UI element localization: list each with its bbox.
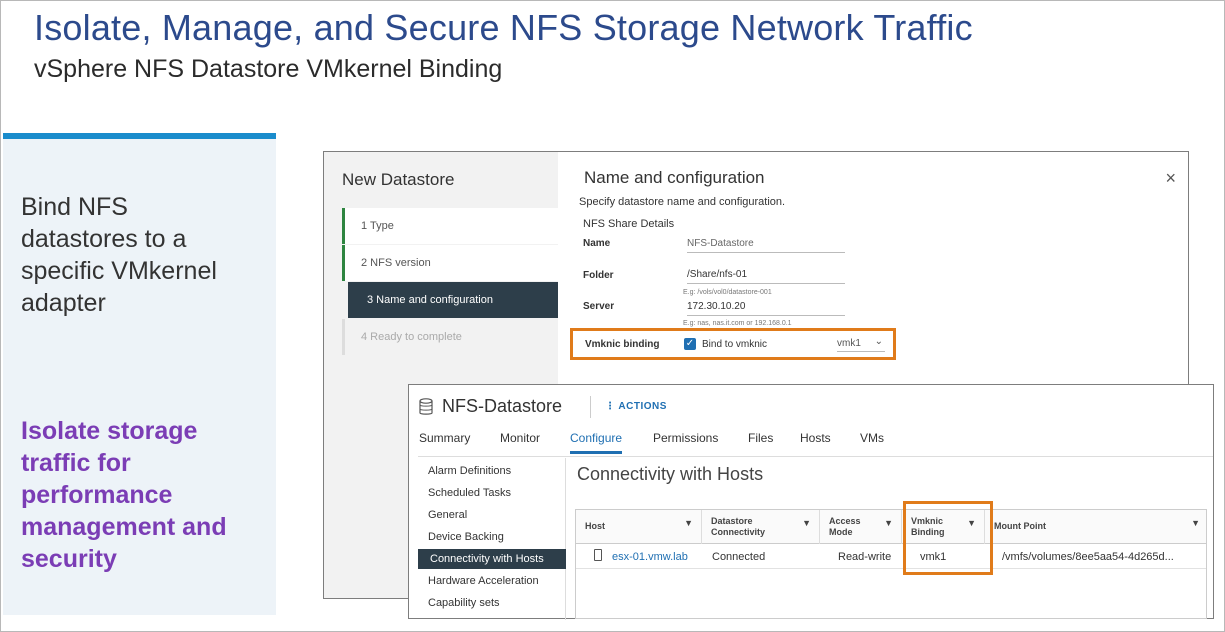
filter-icon[interactable]: ▼ (884, 518, 893, 528)
wizard-steps: 1 Type 2 NFS version 3 Name and configur… (342, 208, 558, 356)
hosts-grid: Host ▼ Datastore Connectivity ▼ Access M… (575, 509, 1207, 619)
step-name-and-configuration[interactable]: 3 Name and configuration (348, 282, 558, 318)
nav-hardware-acceleration[interactable]: Hardware Acceleration (428, 575, 539, 587)
folder-input[interactable]: /Share/nfs-01 (687, 269, 845, 284)
wizard-description: Specify datastore name and configuration… (579, 196, 786, 208)
server-hint: E.g: nas, nas.it.com or 192.168.0.1 (683, 320, 792, 327)
nfs-datastore-panel: NFS-Datastore ⋮ ACTIONS Summary Monitor … (408, 384, 1214, 620)
vmknic-select[interactable]: vmk1 ⌄ (837, 336, 885, 352)
nav-scheduled-tasks[interactable]: Scheduled Tasks (428, 487, 511, 499)
tab-vms[interactable]: VMs (860, 431, 884, 445)
mount-point-cell: /vmfs/volumes/8ee5aa54-4d265d... (1002, 551, 1174, 563)
nav-connectivity-with-hosts[interactable]: Connectivity with Hosts (418, 549, 566, 569)
filter-icon[interactable]: ▼ (802, 518, 811, 528)
filter-icon[interactable]: ▼ (967, 518, 976, 528)
datastore-title: NFS-Datastore (442, 396, 563, 416)
nfs-share-details-heading: NFS Share Details (583, 218, 675, 230)
nav-device-backing[interactable]: Device Backing (428, 531, 504, 543)
vmknic-binding-label: Vmknic binding (585, 339, 660, 350)
column-mount-point[interactable]: Mount Point ▼ (994, 518, 1200, 531)
host-icon (594, 549, 602, 561)
wizard-content: Name and configuration × Specify datasto… (558, 152, 1188, 598)
server-label: Server (583, 301, 615, 312)
vmknic-binding-column-highlight (903, 501, 993, 575)
tab-summary[interactable]: Summary (419, 431, 471, 445)
wizard-heading: Name and configuration (584, 168, 765, 187)
tab-configure[interactable]: Configure (570, 431, 623, 454)
chevron-down-icon: ⌄ (874, 336, 883, 347)
grid-header: Host ▼ Datastore Connectivity ▼ Access M… (576, 510, 1206, 544)
tab-monitor[interactable]: Monitor (500, 431, 541, 445)
access-mode-cell: Read-write (838, 551, 892, 563)
slide-title: Isolate, Manage, and Secure NFS Storage … (34, 7, 973, 48)
bind-to-vmknic-label: Bind to vmknic (702, 339, 768, 350)
nav-general[interactable]: General (428, 509, 468, 521)
step-type[interactable]: 1 Type (342, 208, 558, 244)
folder-label: Folder (583, 270, 614, 281)
filter-icon[interactable]: ▼ (684, 518, 693, 528)
column-access-mode[interactable]: Access Mode ▼ (820, 510, 902, 544)
vmknic-select-value: vmk1 (837, 338, 861, 349)
name-label: Name (583, 238, 611, 249)
connectivity-title: Connectivity with Hosts (577, 464, 764, 484)
tab-files[interactable]: Files (748, 431, 774, 445)
nav-alarm-definitions[interactable]: Alarm Definitions (428, 465, 512, 477)
tab-hosts[interactable]: Hosts (800, 431, 831, 445)
column-host[interactable]: Host ▼ (576, 510, 702, 544)
close-icon[interactable]: × (1165, 168, 1176, 188)
vmknic-binding-cell: vmk1 (920, 551, 947, 563)
tab-permissions[interactable]: Permissions (653, 431, 719, 445)
configure-nav: Alarm Definitions Scheduled Tasks Genera… (418, 458, 566, 620)
name-input[interactable]: NFS-Datastore (687, 238, 845, 253)
server-input[interactable]: 172.30.10.20 (687, 301, 845, 316)
step-ready-to-complete: 4 Ready to complete (342, 319, 558, 355)
left-text: Bind NFS datastores to a specific VMkern… (21, 193, 217, 317)
datastore-tabs: Summary Monitor Configure Permissions Fi… (418, 431, 1213, 457)
table-row[interactable]: esx-01.vmw.lab Connected Read-write vmk1… (576, 545, 1206, 569)
left-highlight: Isolate storage traffic for performance … (21, 417, 227, 573)
column-datastore-connectivity[interactable]: Datastore Connectivity ▼ (702, 510, 820, 544)
wizard-title: New Datastore (342, 170, 455, 189)
bind-to-vmknic-checkbox[interactable]: ✓ (684, 338, 696, 350)
actions-button[interactable]: ⋮ ACTIONS (605, 401, 667, 412)
step-nfs-version[interactable]: 2 NFS version (342, 245, 558, 281)
nav-capability-sets[interactable]: Capability sets (428, 597, 500, 609)
filter-icon[interactable]: ▼ (1191, 518, 1200, 528)
title-separator (590, 396, 591, 418)
folder-hint: E.g: /vols/vol0/datastore-001 (683, 289, 772, 296)
datastore-icon (419, 398, 433, 415)
host-link[interactable]: esx-01.vmw.lab (612, 551, 688, 563)
connectivity-cell: Connected (712, 551, 766, 563)
vmknic-binding-highlight: Vmknic binding ✓ Bind to vmknic vmk1 ⌄ (570, 328, 896, 360)
column-vmknic-binding[interactable]: Vmknic Binding ▼ (902, 510, 985, 544)
slide-subtitle: vSphere NFS Datastore VMkernel Binding (34, 55, 503, 83)
left-panel: Bind NFS datastores to a specific VMkern… (3, 133, 276, 615)
